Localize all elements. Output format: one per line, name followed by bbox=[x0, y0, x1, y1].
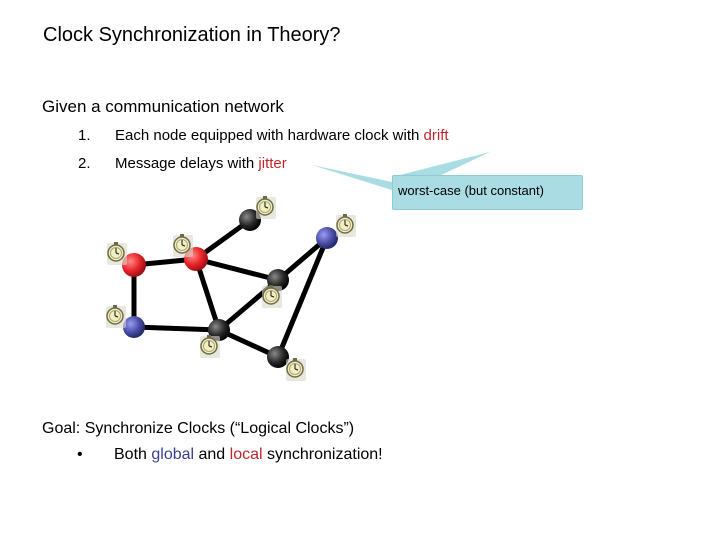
list-number: 1. bbox=[78, 127, 91, 144]
network-edges bbox=[131, 217, 330, 360]
list-text: Message delays with jitter bbox=[115, 155, 287, 172]
drift-highlight: drift bbox=[423, 127, 449, 144]
local-highlight: local bbox=[229, 446, 263, 463]
intro-text: Given a communication network bbox=[42, 97, 284, 116]
callout-box bbox=[392, 175, 583, 210]
bullet-text: Both global and local synchronization! bbox=[114, 446, 383, 463]
clock-icon bbox=[255, 195, 277, 220]
clock-icon bbox=[172, 233, 194, 258]
clock-icon bbox=[285, 357, 307, 382]
list-number: 2. bbox=[78, 155, 91, 172]
callout-pointer bbox=[392, 152, 490, 177]
network-node-black bbox=[208, 319, 230, 341]
clock-icon bbox=[105, 304, 127, 329]
network-edge bbox=[131, 324, 222, 333]
network-edge bbox=[193, 256, 222, 333]
jitter-highlight: jitter bbox=[258, 155, 287, 172]
callout-text: worst-case (but constant) bbox=[398, 183, 544, 198]
goal-text: Goal: Synchronize Clocks (“Logical Clock… bbox=[42, 420, 355, 437]
clock-icon bbox=[199, 334, 221, 359]
network-node-blue bbox=[123, 316, 145, 338]
clock-icon bbox=[106, 241, 128, 266]
network-node-black bbox=[267, 346, 289, 368]
callout-pointer bbox=[312, 165, 392, 190]
network-edge bbox=[193, 256, 281, 283]
clock-icon bbox=[261, 284, 283, 309]
slide-title: Clock Synchronization in Theory? bbox=[43, 24, 341, 46]
network-node-blue bbox=[316, 227, 338, 249]
global-highlight: global bbox=[151, 446, 195, 463]
list-text: Each node equipped with hardware clock w… bbox=[115, 127, 449, 144]
network-node-red bbox=[122, 253, 146, 277]
network-edge bbox=[275, 235, 330, 360]
bullet-marker: • bbox=[77, 446, 83, 463]
clock-icon bbox=[335, 213, 357, 238]
network-node-black bbox=[239, 209, 261, 231]
